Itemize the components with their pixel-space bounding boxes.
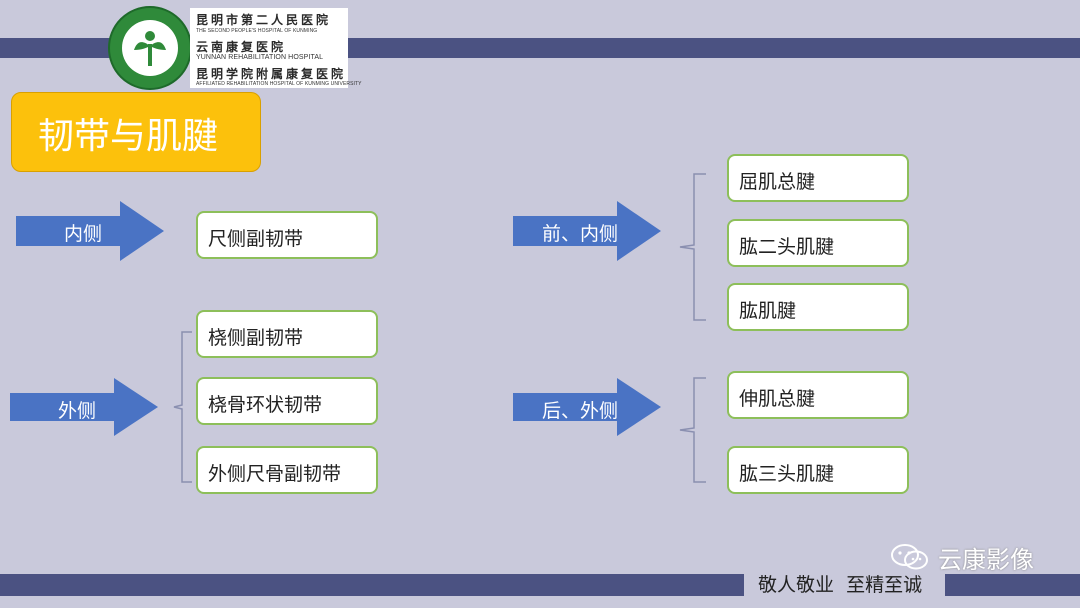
right-arrow-icon	[513, 201, 661, 261]
item-label: 屈肌总腱	[739, 171, 816, 193]
hospital-name-cn-3: 昆明学院附属康复医院	[196, 67, 347, 81]
hospital-name-en-1: THE SECOND PEOPLE'S HOSPITAL OF KUNMING	[196, 28, 318, 34]
hospital-name-cn-1: 昆明市第二人民医院	[196, 13, 332, 27]
item-label: 外侧尺骨副韧带	[208, 463, 342, 485]
footer-band-left	[0, 574, 744, 596]
list-item: 肱肌腱	[727, 283, 909, 331]
arrow-label-medial: 内侧	[63, 223, 102, 245]
header-band-right	[348, 38, 1080, 58]
hospital-name-en-2: YUNNAN REHABILITATION HOSPITAL	[196, 54, 324, 61]
wechat-icon	[891, 544, 928, 570]
item-label: 肱三头肌腱	[739, 463, 835, 485]
arrow-label-lateral: 外侧	[57, 400, 96, 422]
right-arrow-icon	[513, 378, 661, 436]
list-item: 肱二头肌腱	[727, 219, 909, 267]
list-item: 桡侧副韧带	[196, 310, 378, 358]
list-item: 尺侧副韧带	[196, 211, 378, 259]
page-title: 韧带与肌腱	[38, 116, 219, 157]
item-label: 肱肌腱	[739, 300, 797, 322]
bracket-anterior-medial	[679, 173, 706, 321]
title-box: 韧带与肌腱	[11, 92, 261, 172]
watermark-text: 云康影像	[938, 546, 1034, 574]
list-item: 外侧尺骨副韧带	[196, 446, 378, 494]
footer-motto: 敬人敬业 至精至诚	[758, 574, 923, 596]
arrow-label-anterior-medial: 前、内侧	[541, 223, 618, 245]
list-item: 肱三头肌腱	[727, 446, 909, 494]
footer-band-right	[945, 574, 1080, 596]
item-label: 肱二头肌腱	[739, 236, 835, 258]
hospital-name-cn-2: 云南康复医院	[196, 40, 287, 54]
item-label: 桡侧副韧带	[208, 327, 304, 349]
right-arrow-icon	[10, 378, 158, 436]
item-label: 尺侧副韧带	[208, 228, 304, 250]
bracket-posterior-lateral	[679, 377, 706, 483]
list-item: 屈肌总腱	[727, 154, 909, 202]
hospital-name-block: 昆明市第二人民医院 THE SECOND PEOPLE'S HOSPITAL O…	[190, 8, 362, 88]
list-item: 桡骨环状韧带	[196, 377, 378, 425]
hospital-name-en-3: AFFILIATED REHABILITATION HOSPITAL OF KU…	[196, 81, 362, 87]
right-arrow-icon	[16, 201, 164, 261]
header-band-left	[0, 38, 112, 58]
item-label: 桡骨环状韧带	[208, 394, 323, 416]
item-label: 伸肌总腱	[739, 388, 816, 410]
arrow-label-posterior-lateral: 后、外侧	[541, 400, 618, 422]
list-item: 伸肌总腱	[727, 371, 909, 419]
hospital-logo-icon	[108, 6, 192, 90]
bracket-lateral	[173, 331, 192, 483]
